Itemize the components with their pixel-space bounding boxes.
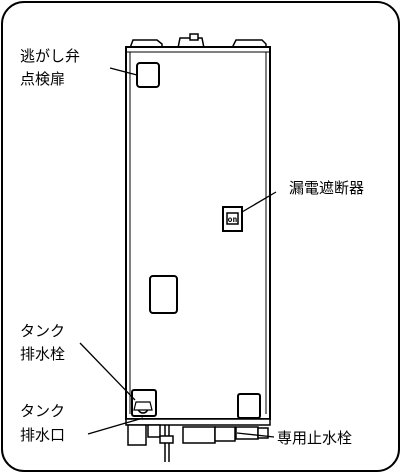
tank-drain-cock [131, 389, 157, 417]
relief-valve-door-label-line1: 逃がし弁 [20, 47, 80, 65]
relief-valve-access-door [136, 62, 160, 88]
front-panel-window [149, 275, 178, 314]
tank-drain-port-label-line1: タンク [20, 402, 65, 420]
lower-right-panel [237, 393, 261, 419]
base-piping [125, 418, 271, 462]
tank-drain-port-label-line2: 排水口 [20, 426, 65, 444]
breaker-mark: on [228, 215, 238, 224]
dedicated-shutoff-valve-label: 専用止水栓 [277, 429, 352, 447]
tank-drain-cock-label-line1: タンク [20, 322, 65, 340]
earth-leakage-breaker-label: 漏電遮断器 [289, 179, 364, 197]
tank-body [125, 46, 271, 420]
tank-drain-cock-label-line2: 排水栓 [20, 345, 65, 363]
relief-valve-door-label-line2: 点検扉 [20, 70, 65, 88]
leader-lines [79, 67, 277, 438]
earth-leakage-breaker-window: on [222, 206, 243, 232]
